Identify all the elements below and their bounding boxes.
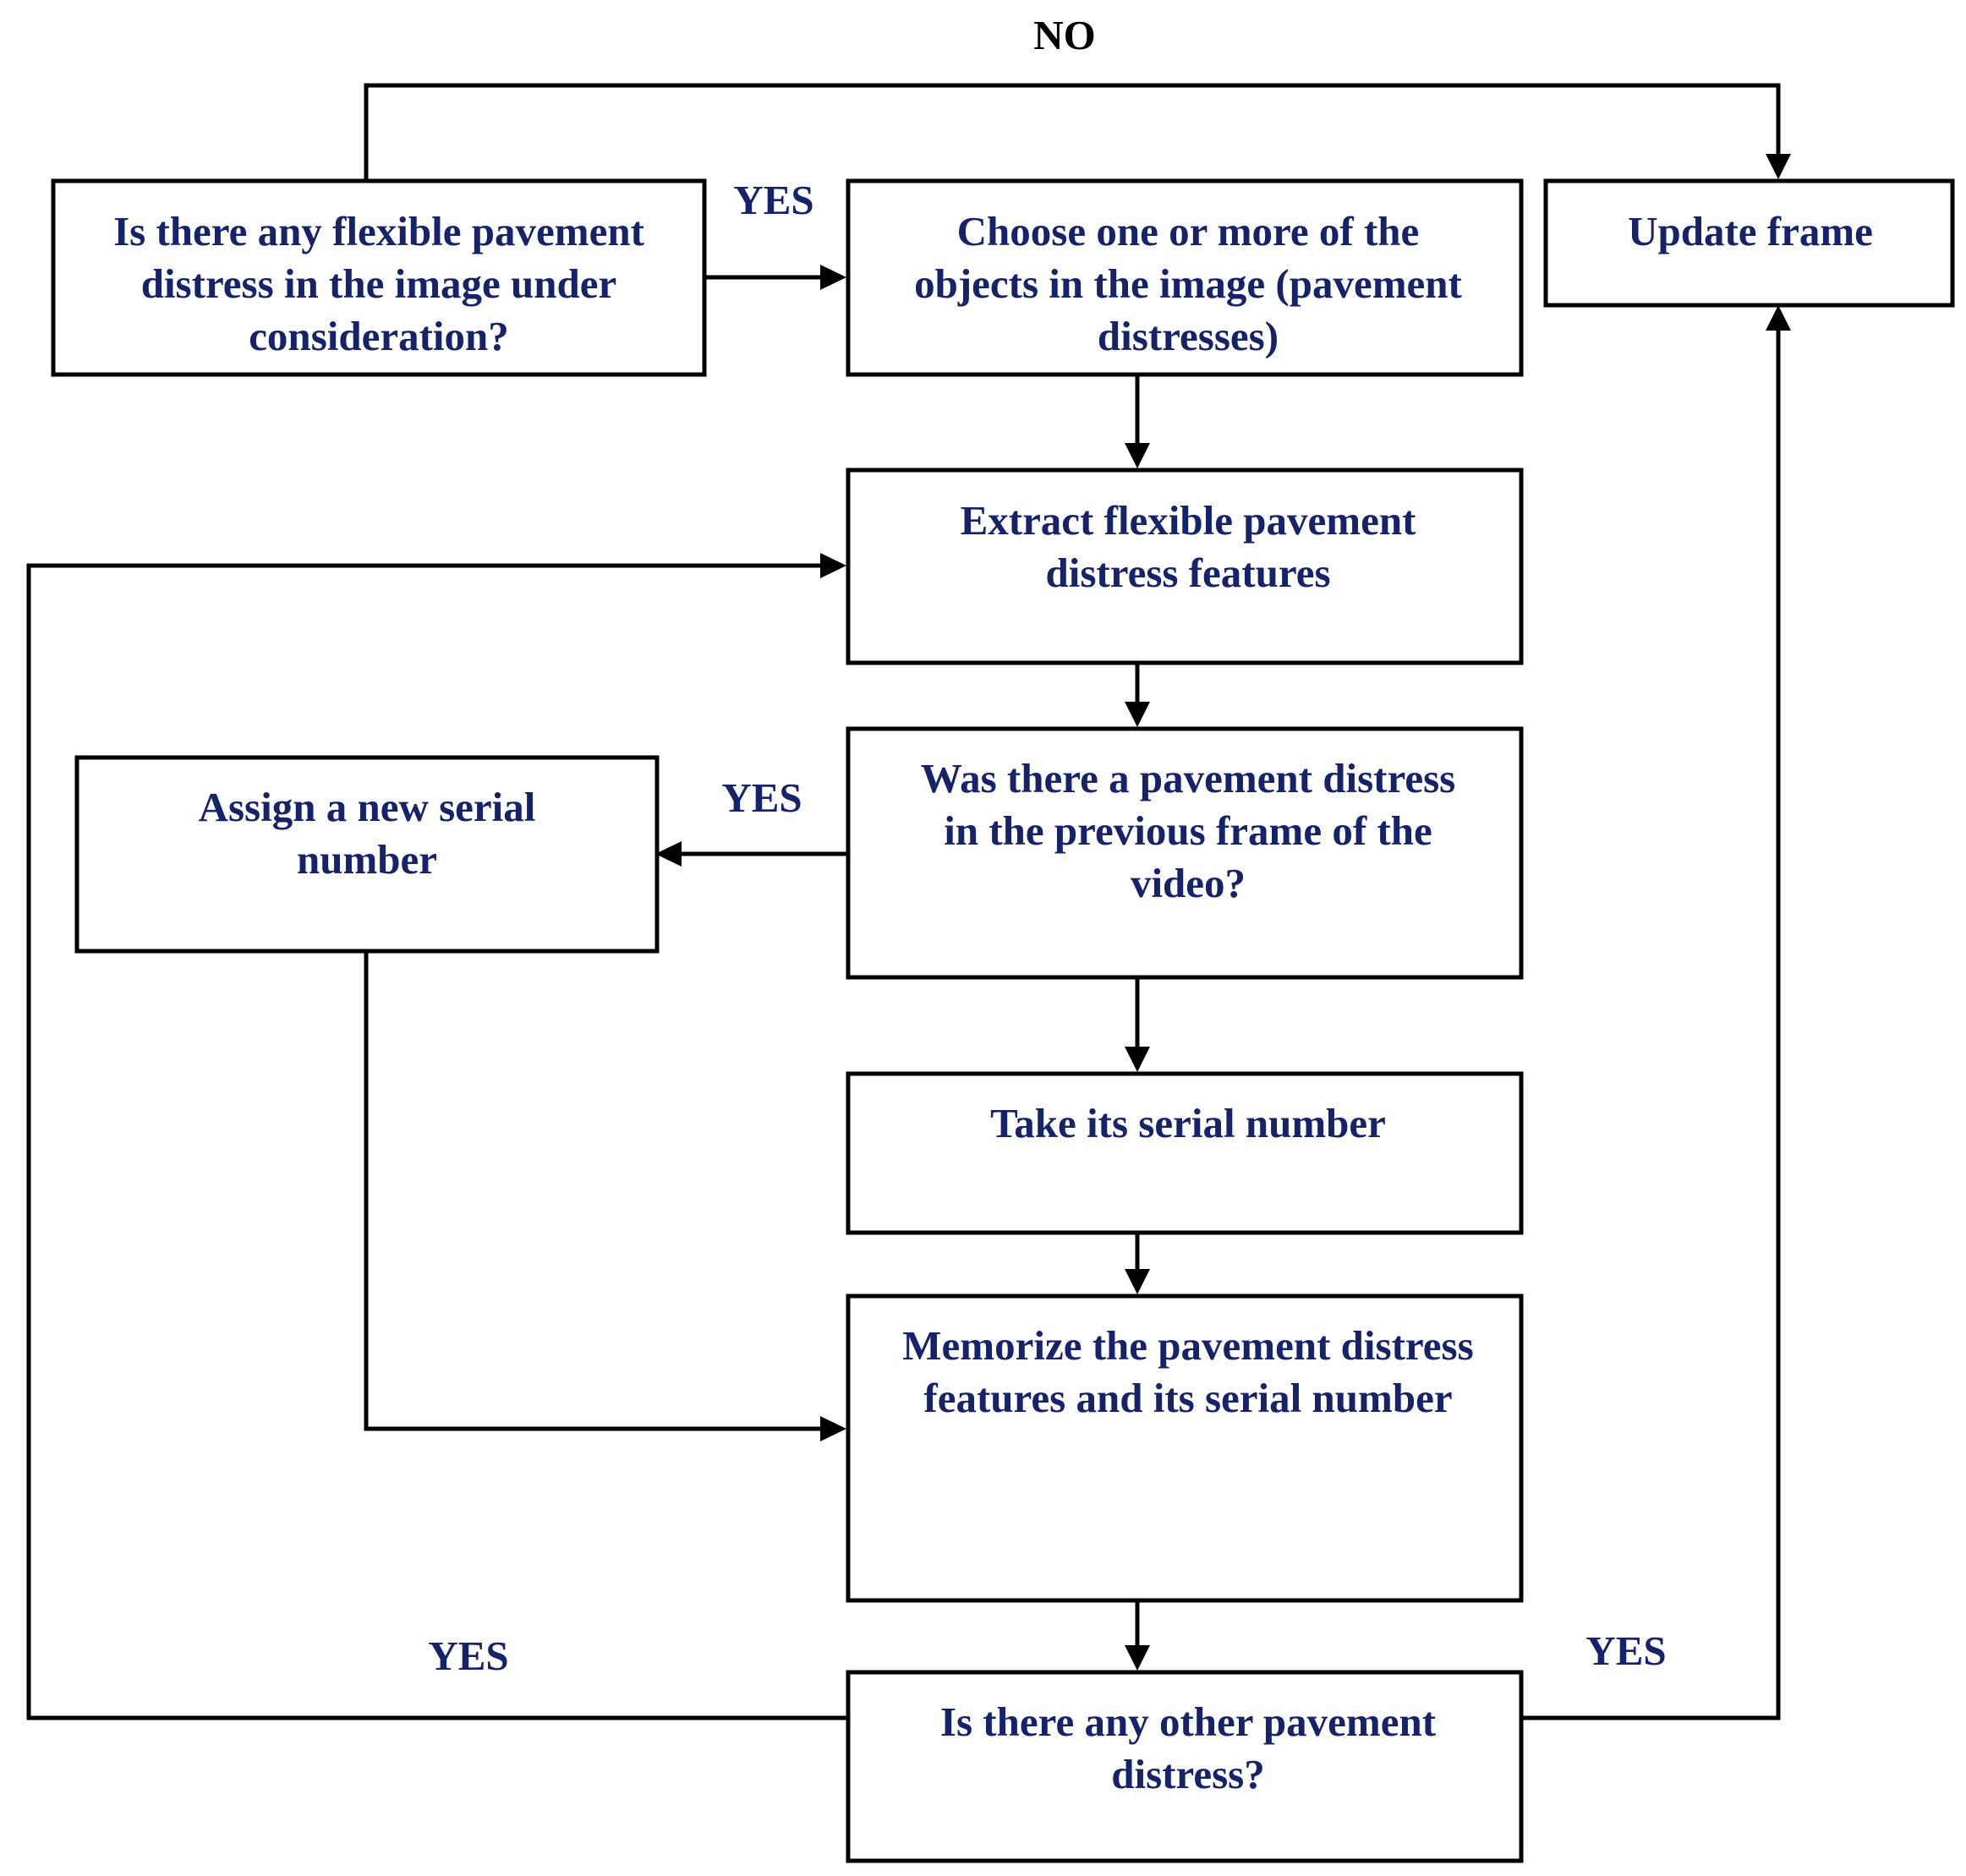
arrowhead-into-choose xyxy=(820,265,846,290)
node-text-line: Update frame xyxy=(1628,208,1873,254)
node-text-line: Extract flexible pavement xyxy=(961,497,1417,544)
node-text-line: distress features xyxy=(1045,550,1330,596)
node-text-line: consideration? xyxy=(249,313,509,359)
node-text-update: Update frame xyxy=(1628,208,1873,254)
label-yes-q3-right: YES xyxy=(1585,1627,1666,1674)
node-text-line: objects in the image (pavement xyxy=(914,260,1462,307)
node-text-line: features and its serial number xyxy=(923,1375,1452,1421)
connector-q1-no-to-update xyxy=(364,83,1781,179)
node-text-choose: Choose one or more of the objects in the … xyxy=(914,208,1462,359)
arrowhead-into-update-top xyxy=(1766,154,1791,179)
node-text-line: Assign a new serial xyxy=(199,784,536,830)
node-text-line: Was there a pavement distress xyxy=(921,755,1455,801)
box-take xyxy=(846,1071,1524,1235)
arrowhead-into-q2 xyxy=(1125,702,1150,727)
node-text-line: Choose one or more of the xyxy=(957,208,1420,254)
node-text-assign: Assign a new serial number xyxy=(199,784,536,883)
node-text-memorize: Memorize the pavement distress features a… xyxy=(902,1322,1473,1421)
node-text-line: distress? xyxy=(1111,1751,1265,1797)
label-no-top: NO xyxy=(1033,12,1096,58)
node-text-line: in the previous frame of the xyxy=(944,807,1432,854)
edge-labels: NO YES YES YES YES xyxy=(428,12,1666,1679)
box-q3 xyxy=(846,1670,1524,1863)
connectors xyxy=(26,83,1791,1720)
box-memorize xyxy=(846,1294,1524,1603)
connector-q3-yes-to-update xyxy=(1521,331,1781,1720)
node-text-q1: Is there any flexible pavement distress i… xyxy=(113,208,645,359)
arrowhead-into-q3 xyxy=(1125,1645,1150,1671)
box-extract xyxy=(846,468,1524,665)
node-text-line: distresses) xyxy=(1098,313,1279,359)
box-update xyxy=(1543,178,1955,308)
connector-assign-to-memorize xyxy=(364,951,820,1431)
node-text-extract: Extract flexible pavement distress featur… xyxy=(961,497,1417,596)
node-text-line: Memorize the pavement distress xyxy=(902,1322,1473,1369)
arrowhead-into-memorize-left xyxy=(820,1416,846,1441)
arrowhead-into-assign xyxy=(655,841,682,867)
node-text-line: number xyxy=(297,836,437,883)
node-text-q3: Is there any other pavement distress? xyxy=(940,1698,1437,1797)
box-q1 xyxy=(51,178,707,377)
box-q2 xyxy=(846,726,1524,980)
node-text-line: distress in the image under xyxy=(141,260,617,307)
nodes xyxy=(51,178,1955,1863)
label-yes-q2-assign: YES xyxy=(721,774,802,821)
node-texts: Is there any flexible pavement distress i… xyxy=(113,208,1873,1797)
node-text-take: Take its serial number xyxy=(990,1100,1386,1146)
node-text-q2: Was there a pavement distress in the prev… xyxy=(921,755,1455,906)
node-text-line: Is there any flexible pavement xyxy=(113,208,645,254)
node-text-line: Is there any other pavement xyxy=(940,1698,1437,1745)
arrowhead-into-update-bottom xyxy=(1766,305,1791,331)
arrowhead-into-extract xyxy=(1125,443,1150,468)
arrowhead-into-extract-left xyxy=(820,553,846,578)
node-text-line: Take its serial number xyxy=(990,1100,1386,1146)
box-choose xyxy=(846,178,1524,377)
arrowhead-into-memorize-top xyxy=(1125,1269,1150,1294)
label-yes-q3-left: YES xyxy=(428,1633,508,1679)
node-text-line: video? xyxy=(1131,860,1246,906)
box-assign xyxy=(74,755,660,954)
label-yes-q1-choose: YES xyxy=(733,177,813,223)
arrowhead-into-take xyxy=(1125,1047,1150,1072)
connector-q3-yes-to-extract xyxy=(26,563,846,1720)
